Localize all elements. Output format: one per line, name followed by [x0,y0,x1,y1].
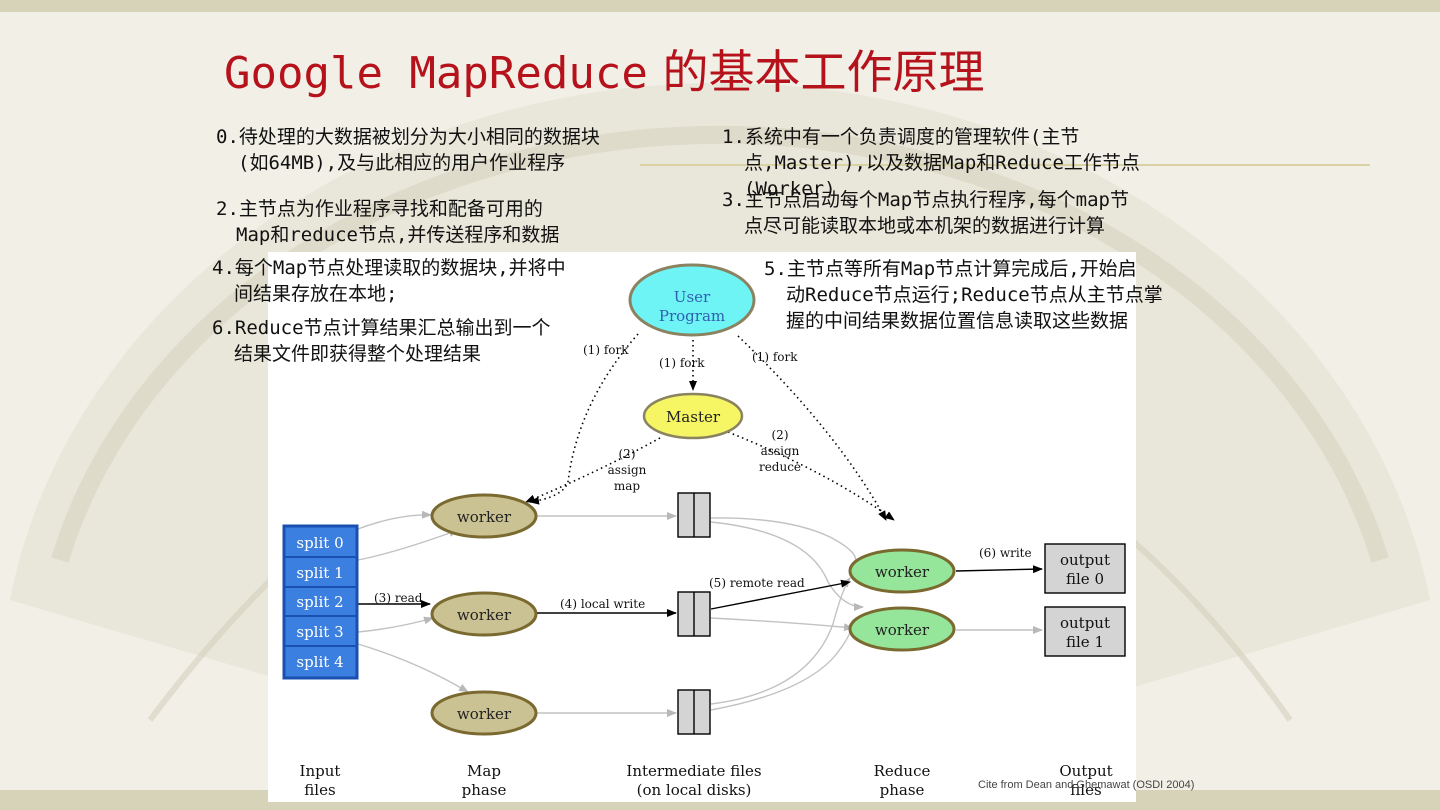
map-worker-label: worker [457,606,512,624]
map-worker-node [430,591,538,637]
step-4-line1: 4.每个Map节点处理读取的数据块,并将中 [212,257,566,279]
step-1-line2: 点,Master),以及数据Map和Reduce工作节点 [744,152,1140,174]
title-latin: Google MapReduce [224,48,648,99]
map-worker-label: worker [457,705,512,723]
dotted-edges [525,333,895,521]
citation: Cite from Dean and Ghemawat (OSDI 2004) [978,779,1195,791]
phase-label: phase [462,781,507,799]
phase-label: Map [467,762,501,780]
intermediate-files [677,492,711,735]
edge-label-assign-reduce: (2) [772,428,789,442]
reduce-workers: worker worker [848,548,956,652]
phase-labels: Input files Map phase Intermediate files… [300,762,1113,799]
step-1: 1.系统中有一个负责调度的管理软件(主节 点,Master),以及数据Map和R… [722,124,1140,202]
split-label: split 3 [296,623,343,641]
edge-label-assign-reduce: assign [761,444,800,458]
step-5: 5.主节点等所有Map节点计算完成后,开始启 动Reduce节点运行;Reduc… [764,256,1163,334]
step-0-line2: (如64MB),及与此相应的用户作业程序 [238,152,566,174]
phase-label: Input [300,762,341,780]
black-edges [358,565,1043,617]
user-program-node [628,263,756,337]
master-node [642,392,744,440]
map-workers: worker worker worker [430,493,538,736]
map-worker-label: worker [457,508,512,526]
slide-title: Google MapReduce 的基本工作原理 [224,36,985,99]
output-file-1-line1: output [1060,614,1110,632]
step-3-line1: 3.主节点启动每个Map节点执行程序,每个map节 [722,189,1129,211]
title-divider [640,164,1370,166]
edge-label-fork: (1) fork [752,350,798,364]
step-2-line1: 2.主节点为作业程序寻找和配备可用的 [216,198,543,220]
edge-label-write: (6) write [979,546,1032,560]
phase-label: Reduce [874,762,931,780]
gray-edges [357,510,1043,717]
phase-label: (on local disks) [637,781,752,799]
split-label: split 0 [296,534,343,552]
phase-label: Output [1059,762,1112,780]
step-5-line3: 握的中间结果数据位置信息读取这些数据 [786,310,1129,332]
edge-label-assign-map: (2) [619,447,636,461]
split-label: split 2 [296,593,343,611]
output-file-1-line2: file 1 [1066,633,1104,651]
step-6: 6.Reduce节点计算结果汇总输出到一个 结果文件即获得整个处理结果 [212,315,551,367]
user-program-label-1: User [674,288,711,306]
step-2: 2.主节点为作业程序寻找和配备可用的 Map和reduce节点,并传送程序和数据 [216,196,559,248]
phase-label: phase [880,781,925,799]
phase-label: files [304,781,335,799]
step-5-line1: 5.主节点等所有Map节点计算完成后,开始启 [764,258,1137,280]
input-splits: split 0 split 1 split 2 split 3 split 4 [282,524,359,680]
output-file-0-line1: output [1060,551,1110,569]
edge-label-remote-read: (5) remote read [709,576,805,590]
step-4: 4.每个Map节点处理读取的数据块,并将中 间结果存放在本地; [212,255,566,307]
title-cjk: 的基本工作原理 [662,45,985,99]
edge-label-assign-reduce: reduce [759,460,801,474]
map-worker-node [430,690,538,736]
step-3-line2: 点尽可能读取本地或本机架的数据进行计算 [744,215,1106,237]
mapreduce-diagram: User Program Master worker worker worker… [282,263,1126,799]
edge-label-assign-map: map [614,479,641,493]
step-5-line2: 动Reduce节点运行;Reduce节点从主节点掌 [786,284,1163,306]
split-label: split 1 [296,564,343,582]
edge-label-local-write: (4) local write [560,597,645,611]
step-1-line3: (Worker) [744,178,836,200]
step-6-line2: 结果文件即获得整个处理结果 [234,343,482,365]
reduce-worker-label: worker [875,621,930,639]
output-file-0-line2: file 0 [1066,570,1104,588]
slide-top-band [0,0,1440,12]
step-0-line1: 0.待处理的大数据被划分为大小相同的数据块 [216,126,600,148]
reduce-worker-label: worker [875,563,930,581]
output-files: output file 0 output file 1 [1044,543,1126,657]
split-label: split 4 [296,653,343,671]
step-2-line2: Map和reduce节点,并传送程序和数据 [236,224,560,246]
master-label: Master [666,408,721,426]
edge-label-read: (3) read [374,591,423,605]
phase-label: Intermediate files [626,762,761,780]
map-worker-node [430,493,538,539]
step-0: 0.待处理的大数据被划分为大小相同的数据块 (如64MB),及与此相应的用户作业… [216,124,600,176]
mapreduce-diagram-panel: User Program Master worker worker worker… [268,252,1136,802]
step-4-line2: 间结果存放在本地; [234,283,398,305]
phase-label: files [1070,781,1101,799]
edge-label-fork: (1) fork [583,343,629,357]
step-1-line1: 1.系统中有一个负责调度的管理软件(主节 [722,126,1080,148]
reduce-worker-node [848,548,956,594]
edge-labels: (1) fork (1) fork (1) fork (2) assign ma… [374,343,1032,611]
step-6-line1: 6.Reduce节点计算结果汇总输出到一个 [212,317,551,339]
reduce-worker-node [848,606,956,652]
edge-label-fork: (1) fork [659,356,705,370]
edge-label-assign-map: assign [608,463,647,477]
user-program-label-2: Program [659,307,725,325]
step-3: 3.主节点启动每个Map节点执行程序,每个map节 点尽可能读取本地或本机架的数… [722,187,1129,239]
